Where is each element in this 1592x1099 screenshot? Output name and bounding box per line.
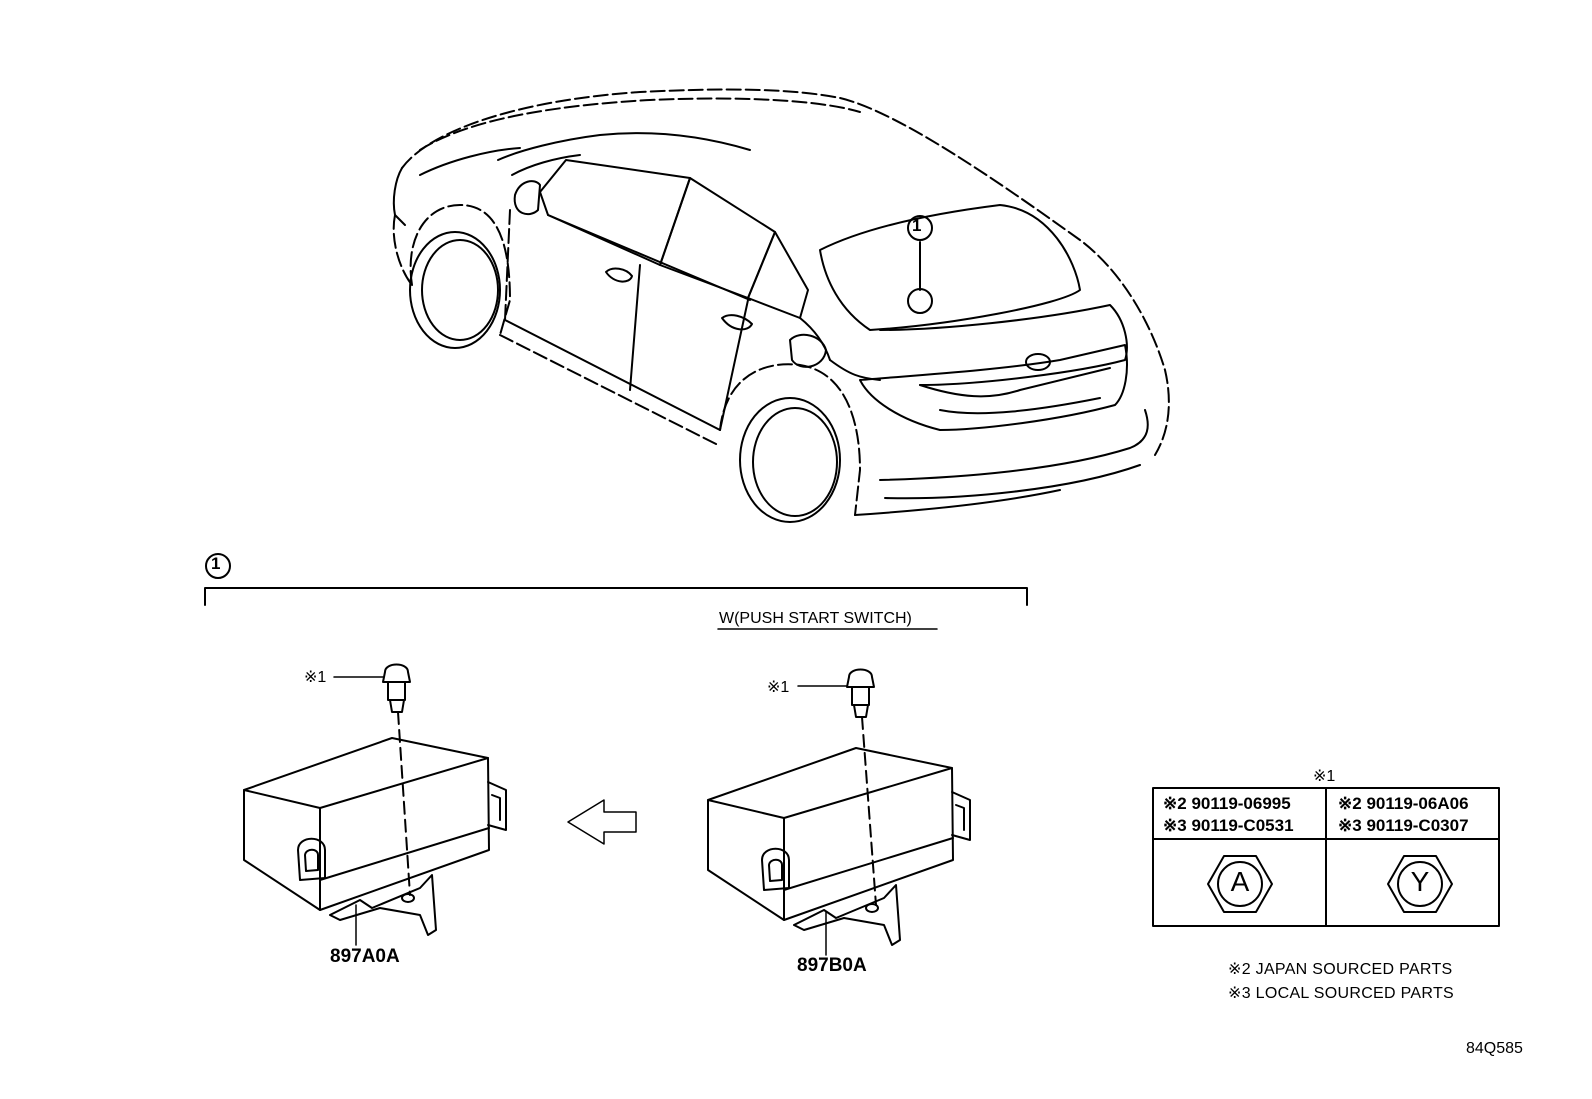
note-japan-sourced: ※2 JAPAN SOURCED PARTS (1228, 961, 1453, 978)
source-mark: ※3 (1163, 816, 1187, 835)
bolt-code-a-local[interactable]: ※3 90119-C0531 (1163, 816, 1294, 836)
bolt-code-a-japan[interactable]: ※2 90119-06995 (1163, 794, 1291, 814)
bolt-head-letter-y: Y (1410, 866, 1430, 897)
bolt-head-a-icon (1207, 855, 1273, 913)
part-897B0A (707, 668, 971, 956)
group-bracket (204, 553, 1028, 630)
bolt-code: 90119-C0307 (1366, 816, 1469, 835)
callout-number-car: 1 (912, 216, 922, 235)
source-mark: ※2 (1163, 794, 1187, 813)
bolt-head-letter-a: A (1230, 866, 1250, 897)
note-local-sourced: ※3 LOCAL SOURCED PARTS (1228, 985, 1454, 1002)
part-number-right[interactable]: 897B0A (797, 955, 867, 976)
part-number-left[interactable]: 897A0A (330, 946, 400, 967)
bolt-code: 90119-C0531 (1191, 816, 1294, 835)
variant-label: W(PUSH START SWITCH) (719, 610, 912, 627)
group-number: 1 (211, 554, 221, 573)
car-illustration (392, 88, 1170, 523)
diagram-id: 84Q585 (1466, 1040, 1523, 1057)
bolt-ref-right: ※1 (767, 679, 790, 696)
bolt-code: 90119-06A06 (1366, 794, 1469, 813)
bolt-table-frame (1152, 787, 1500, 927)
bolt-ref-left: ※1 (304, 669, 327, 686)
bolt-code-y-japan[interactable]: ※2 90119-06A06 (1338, 794, 1469, 814)
bolt-table-title: ※1 (1313, 768, 1336, 785)
bolt-code: 90119-06995 (1191, 794, 1291, 813)
replacement-arrow-icon (567, 799, 637, 845)
bolt-code-y-local[interactable]: ※3 90119-C0307 (1338, 816, 1469, 836)
source-mark: ※3 (1338, 816, 1362, 835)
source-mark: ※2 (1338, 794, 1362, 813)
part-897A0A (243, 663, 507, 946)
bolt-head-y-icon (1387, 855, 1453, 913)
